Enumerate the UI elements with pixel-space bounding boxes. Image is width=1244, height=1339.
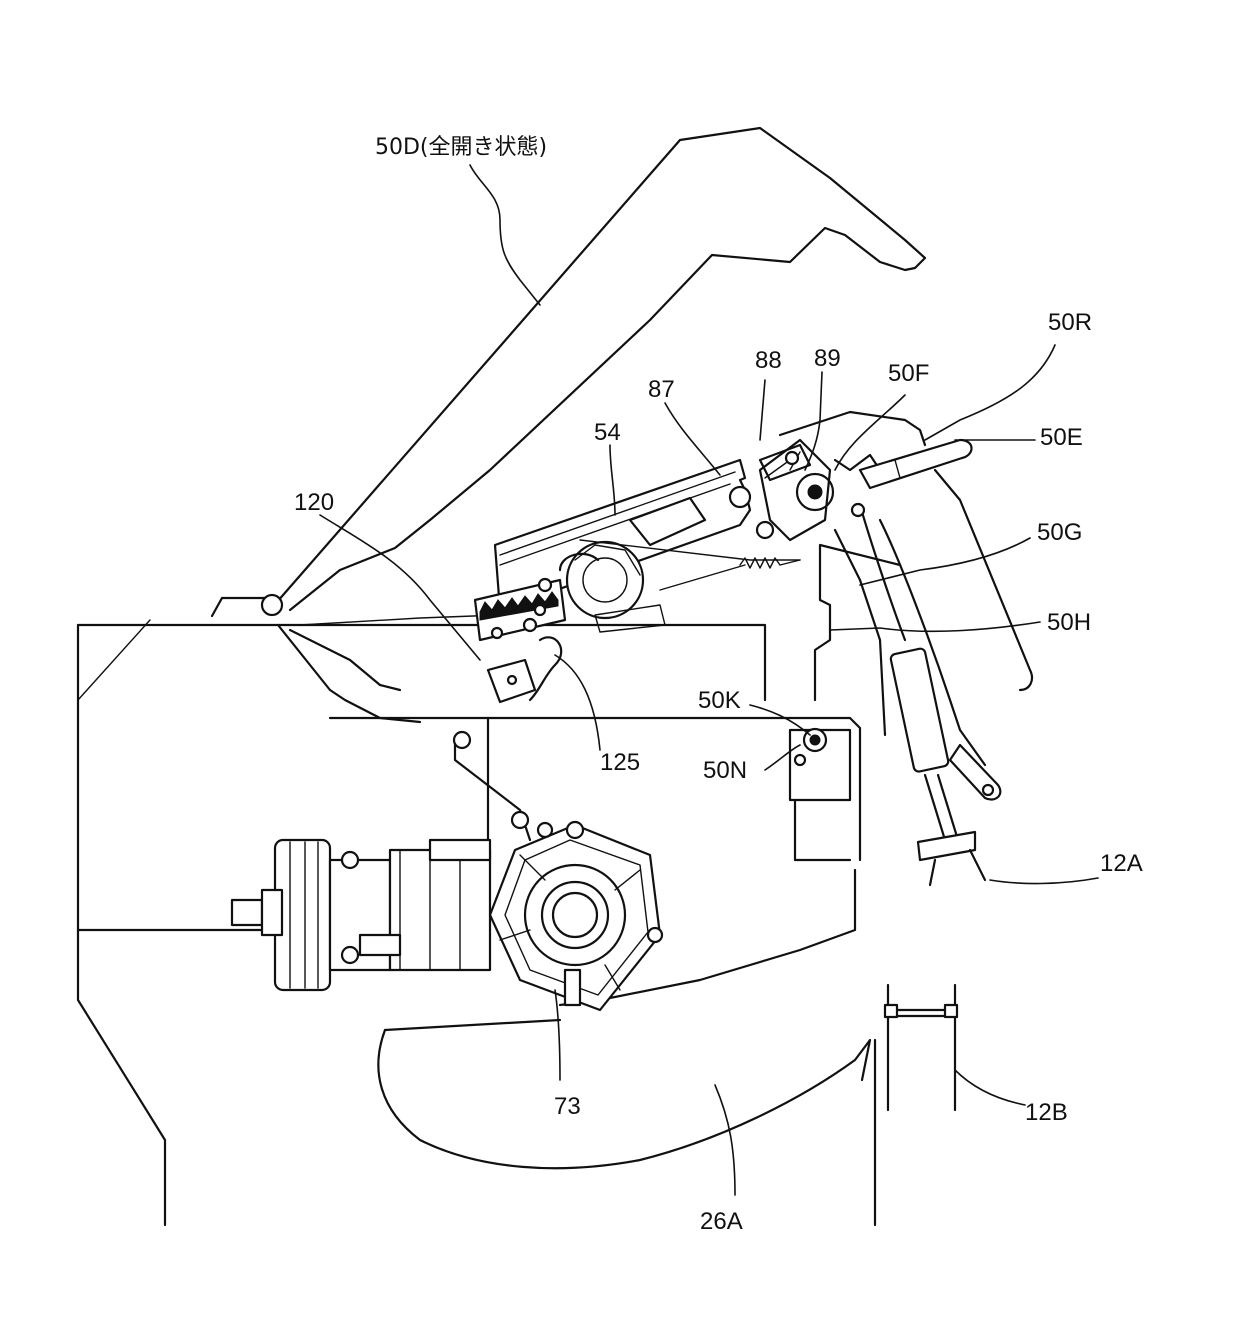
- pump-unit-73: [230, 820, 664, 1012]
- label-125: 125: [600, 749, 640, 776]
- hood-cover-50d: [268, 126, 927, 612]
- label-87: 87: [648, 376, 675, 403]
- label-54: 54: [594, 419, 621, 446]
- label-88: 88: [755, 347, 782, 374]
- label-12b: 12B: [1025, 1099, 1068, 1126]
- leader-lines: [319, 164, 1099, 1196]
- label-120: 120: [294, 489, 334, 516]
- lever-housing: [473, 443, 812, 704]
- lever-50e: [758, 410, 1034, 702]
- damper-12a: [889, 647, 1002, 887]
- label-50g: 50G: [1037, 519, 1082, 546]
- label-50d: 50D(全開き状態): [375, 135, 547, 160]
- label-73: 73: [554, 1093, 581, 1120]
- label-12a: 12A: [1100, 850, 1143, 877]
- reference-labels: 50D(全開き状態) 50R 88 89 50F 87 50E 54 120 5…: [294, 135, 1143, 1235]
- label-89: 89: [814, 345, 841, 372]
- label-50e: 50E: [1040, 424, 1083, 451]
- label-50n: 50N: [703, 757, 747, 784]
- frame-12b: [883, 983, 959, 1112]
- label-26a: 26A: [700, 1208, 743, 1235]
- label-50h: 50H: [1047, 609, 1091, 636]
- left-hinge: [260, 593, 501, 724]
- label-50k: 50K: [698, 687, 741, 714]
- label-50r: 50R: [1048, 309, 1092, 336]
- cable-50g: [833, 502, 987, 767]
- label-50f: 50F: [888, 360, 929, 387]
